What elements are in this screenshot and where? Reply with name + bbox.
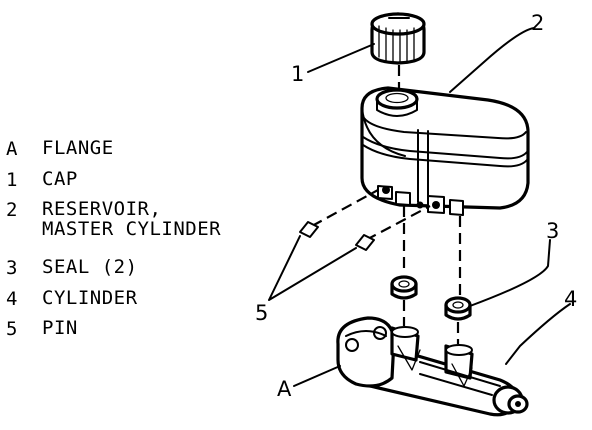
legend-key: 2 [6,199,18,221]
callout-cylinder: 4 [564,287,577,311]
leader-lines [268,27,571,387]
cap-part [370,12,426,65]
callout-reservoir: 2 [531,11,544,35]
seal-part [390,275,472,321]
legend-label: FLANGE [42,137,114,159]
legend-label-line2: MASTER CYLINDER [42,218,222,240]
callout-flange: A [277,377,292,401]
legend-label: RESERVOIR, MASTER CYLINDER [42,199,221,239]
callout-pin: 5 [255,301,268,325]
legend-key: 3 [6,257,18,279]
reservoir-part [360,86,530,216]
legend-key: A [6,138,18,160]
pin-part [299,189,431,251]
legend-label-line1: RESERVOIR, [42,198,162,220]
callout-cap: 1 [291,62,304,86]
cylinder-part [336,316,529,417]
legend-label: CYLINDER [42,286,138,309]
legend-key: 4 [6,287,18,310]
legend-label: SEAL (2) [42,256,138,278]
legend-label: PIN [42,317,78,339]
legend-key: 5 [6,318,18,340]
callout-seal: 3 [546,219,559,243]
legend-label: CAP [42,167,78,190]
legend-key: 1 [6,168,18,191]
